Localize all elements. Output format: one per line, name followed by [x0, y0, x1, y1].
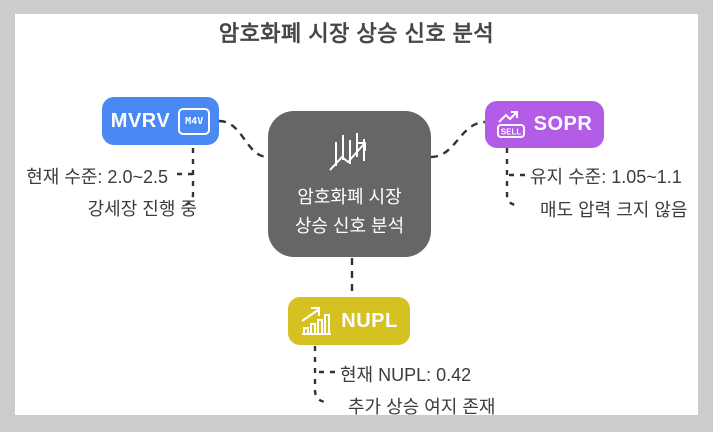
nupl-detail-current-value: 현재 NUPL: 0.42 [340, 365, 472, 385]
sopr-detail-sell-pressure: 매도 압력 크지 않음 [540, 200, 688, 220]
mvrv-detail-bull-market: 강세장 진행 중 [87, 199, 197, 219]
nupl-detail-upside-room: 추가 상승 여지 존재 [348, 397, 496, 417]
node-nupl: NUPL [288, 297, 410, 345]
sell-badge-text: SELL [500, 127, 521, 136]
sopr-detail-hold-level: 유지 수준: 1.05~1.1 [530, 167, 682, 187]
trend-chart-icon [328, 132, 366, 171]
m4v-badge-text: M4V [185, 115, 204, 127]
node-sopr: SELL SOPR [485, 101, 604, 148]
diagram-title: 암호화폐 시장 상승 신호 분석 [218, 21, 495, 46]
center-topic-line1: 암호화폐 시장 [297, 186, 402, 207]
center-topic-text: 암호화폐 시장 상승 신호 분석 [295, 183, 404, 241]
bar-growth-icon [301, 307, 332, 335]
m4v-badge-icon: M4V [178, 107, 211, 135]
mvrv-detail-current-level: 현재 수준: 2.0~2.5 [26, 167, 168, 187]
nupl-label: NUPL [341, 309, 398, 332]
node-mvrv: MVRV M4V [102, 97, 219, 145]
center-topic-line2: 상승 신호 분석 [294, 215, 405, 236]
sopr-label: SOPR [533, 113, 593, 135]
node-center-topic: 암호화폐 시장 상승 신호 분석 [268, 111, 431, 257]
mvrv-label: MVRV [110, 109, 171, 132]
sell-trend-icon: SELL [496, 110, 525, 138]
